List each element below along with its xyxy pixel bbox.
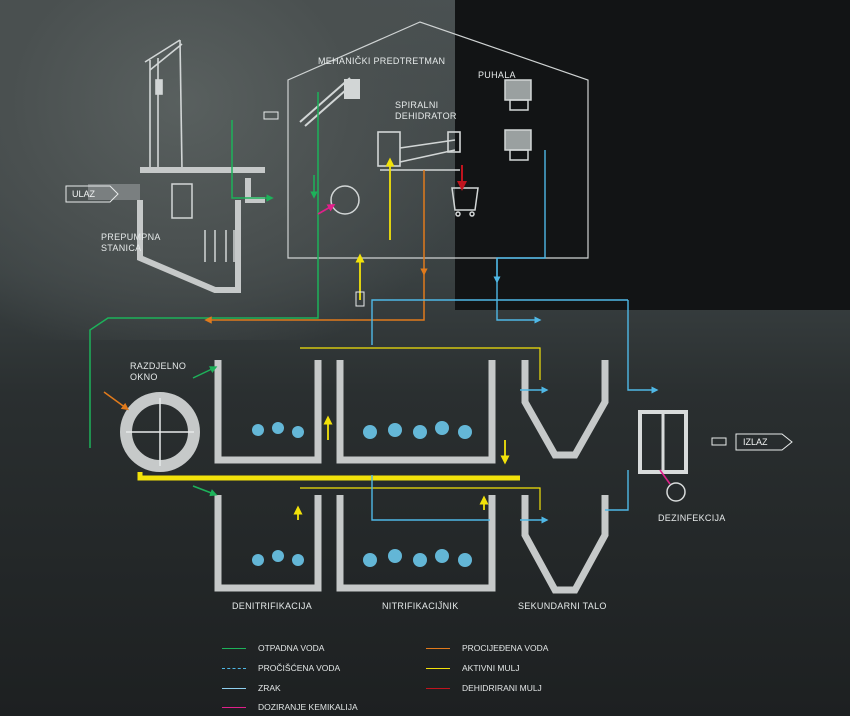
label-disinfection: DEZINFEKCIJA bbox=[658, 513, 726, 523]
grit-chamber bbox=[330, 185, 360, 215]
label-pumping: PREPUMPNA bbox=[101, 232, 161, 242]
line-screened-water bbox=[103, 170, 428, 411]
inlet-tag: ULAZ bbox=[72, 189, 96, 199]
flowmeter-icon bbox=[711, 437, 727, 446]
outlet-tag: IZLAZ bbox=[743, 437, 768, 447]
label-mechanical-pretreatment: MEHANIČKI PREDTRETMAN bbox=[318, 56, 446, 66]
label-distribution: RAZDJELNO bbox=[130, 361, 187, 371]
aeration-bubbles bbox=[252, 421, 472, 567]
blower-icon bbox=[504, 79, 532, 161]
dosing-pump bbox=[666, 482, 686, 502]
legend-swatch bbox=[426, 647, 450, 649]
outlet-tag-shape bbox=[735, 433, 793, 451]
label-station: STANICA bbox=[101, 243, 142, 253]
legend-item-wastewater: OTPADNA VODA bbox=[222, 643, 324, 653]
pump-station-structure bbox=[137, 167, 265, 293]
screen-basket bbox=[171, 183, 193, 219]
line-activated-sludge bbox=[137, 157, 541, 520]
spiral-dewatering-unit-icon bbox=[377, 131, 461, 171]
legend-item-chemical-dosing: DOZIRANJE KEMIKALIJA bbox=[222, 702, 358, 712]
distribution-chamber bbox=[120, 392, 200, 472]
label-secondary-settler: SEKUNDARNI TALO bbox=[518, 601, 607, 611]
legend-swatch bbox=[426, 667, 450, 669]
label-denitrification: DENITRIFIKACIJA bbox=[232, 601, 313, 611]
inlet-tag-shape bbox=[65, 185, 119, 203]
legend-swatch bbox=[222, 647, 246, 649]
line-chemical-dosing-2 bbox=[659, 469, 671, 485]
label-nitrification: NITRIFIKACIJ̈NIK bbox=[382, 601, 459, 611]
legend-item-treated-water: PROČIŠĆENA VODA bbox=[222, 663, 340, 673]
legend-item-screened-water: PROCIJEĐENA VODA bbox=[426, 643, 548, 653]
line-treated-water bbox=[371, 150, 659, 524]
flowmeter-icon-2 bbox=[355, 291, 365, 307]
legend-item-activated-sludge: AKTIVNI MULJ bbox=[426, 663, 520, 673]
crane-icon bbox=[144, 39, 183, 171]
legend-swatch bbox=[426, 687, 450, 689]
label-blowers: PUHALA bbox=[478, 70, 516, 80]
legend-swatch bbox=[222, 706, 246, 708]
line-wastewater bbox=[89, 92, 319, 497]
legend-swatch bbox=[222, 687, 246, 689]
inlet-pipe bbox=[88, 184, 140, 200]
flowmeter-icon-3 bbox=[263, 111, 279, 120]
label-dewatering: DEHIDRATOR bbox=[395, 111, 457, 121]
disinfection-tank bbox=[638, 410, 688, 474]
line-chemical-dosing bbox=[317, 204, 336, 215]
legend-item-dewatered-sludge: DEHIDRIRANI MULJ bbox=[426, 683, 542, 693]
legend-item-air: ZRAK bbox=[222, 683, 281, 693]
sludge-container-icon bbox=[451, 187, 479, 217]
label-spiral: SPIRALNI bbox=[395, 100, 439, 110]
tanks-lower bbox=[214, 495, 609, 594]
label-chamber: OKNO bbox=[130, 372, 158, 382]
tanks-upper bbox=[214, 360, 609, 464]
legend-swatch bbox=[222, 667, 246, 669]
screw-screen-icon bbox=[299, 77, 360, 127]
submersible-pumps-icon bbox=[204, 230, 235, 262]
